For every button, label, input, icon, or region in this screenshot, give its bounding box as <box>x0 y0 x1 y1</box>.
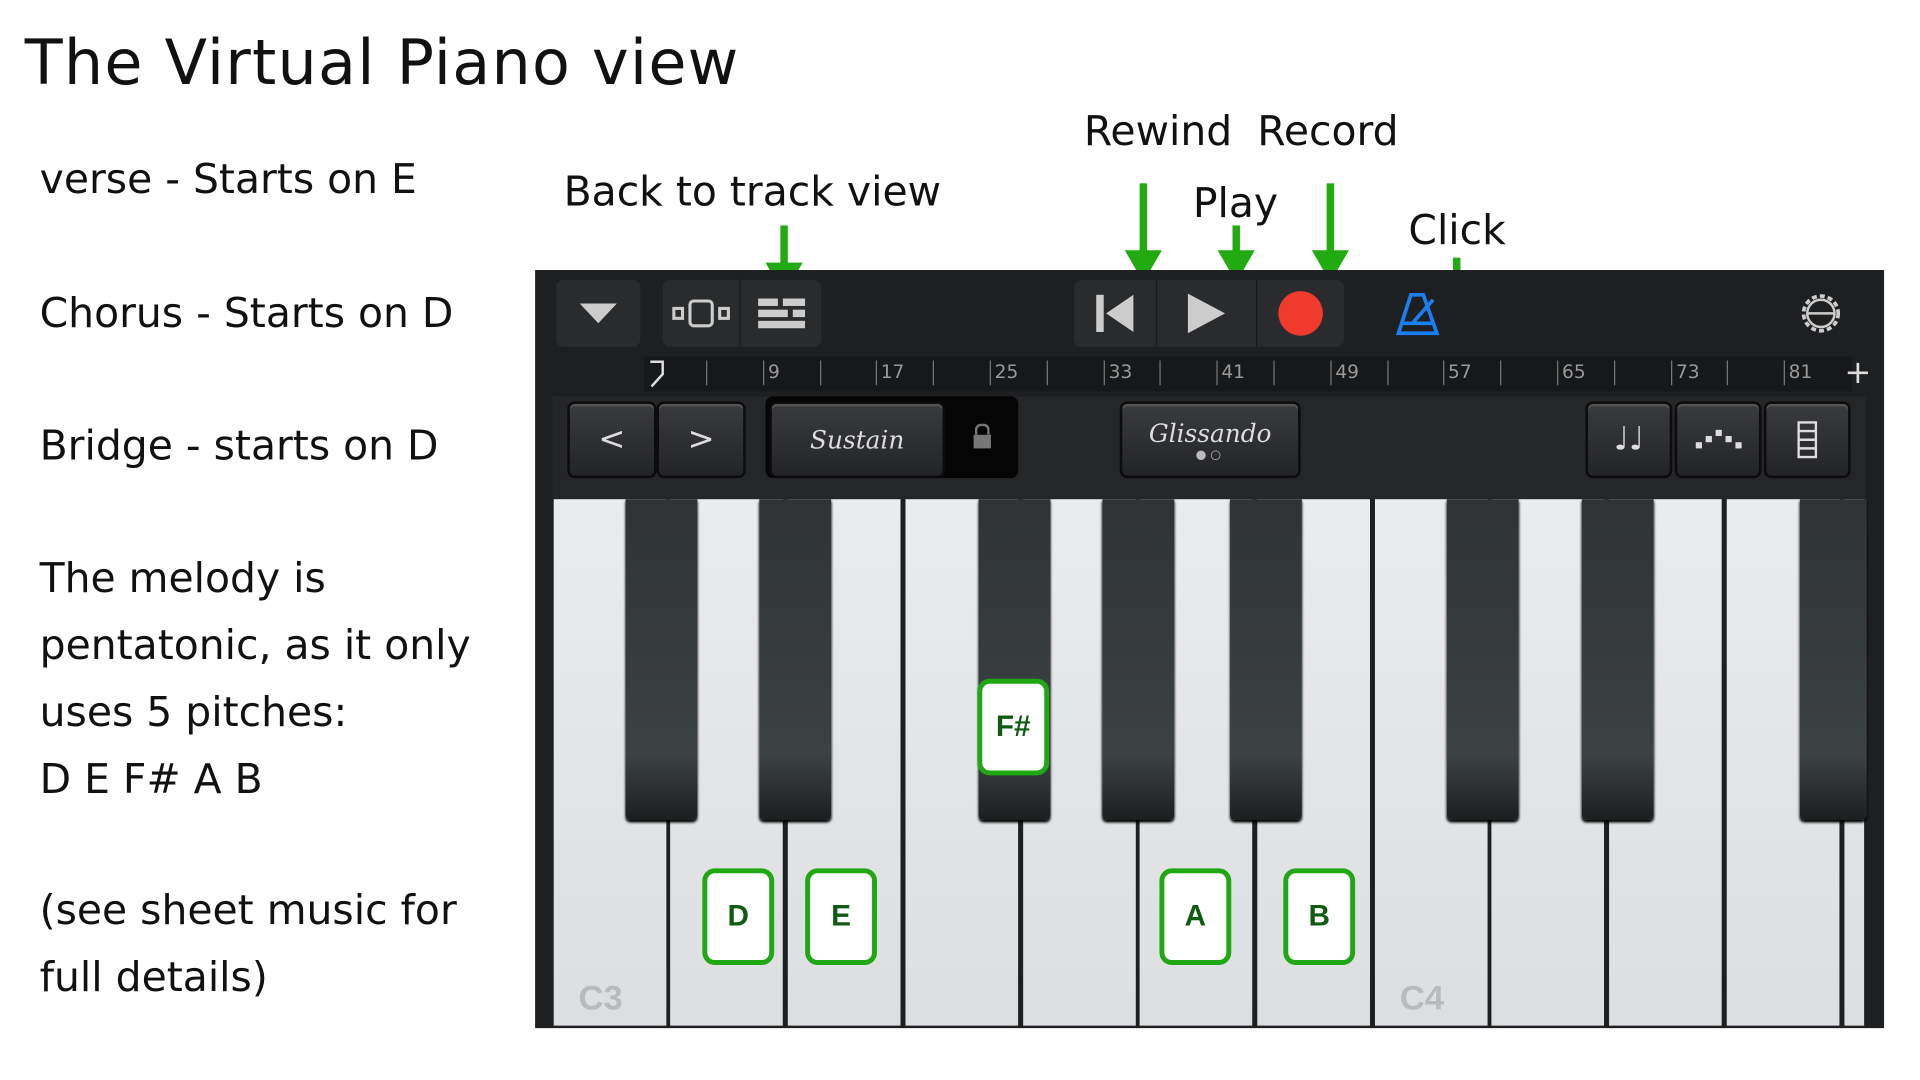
arpeggiator-button[interactable] <box>1674 401 1762 479</box>
ruler-tick <box>1726 360 1732 386</box>
ruler-tick <box>1159 360 1164 386</box>
note-bridge: Bridge - starts on D <box>39 421 439 470</box>
ruler-tick <box>1500 360 1505 386</box>
metronome-icon <box>1396 292 1440 336</box>
note-label-a: A <box>1159 868 1232 965</box>
ruler-tick <box>932 360 938 386</box>
black-key-d#4[interactable] <box>1581 499 1654 821</box>
note-chorus: Chorus - Starts on D <box>39 288 454 337</box>
keyboard-layout-button[interactable] <box>1763 401 1851 479</box>
black-key-d#3[interactable] <box>759 499 832 821</box>
note-melody-4: D E F# A B <box>39 754 263 803</box>
track-view-button[interactable] <box>663 279 741 347</box>
virtual-piano-panel: 9 17 25 33 41 49 57 65 73 81 + < > Susta… <box>535 270 1885 1029</box>
page-title: The Virtual Piano view <box>24 27 740 100</box>
arpeggiator-icon <box>1695 429 1742 449</box>
tracks-list-icon <box>757 298 805 329</box>
note-label-d: D <box>702 868 775 965</box>
dropdown-icon <box>579 303 617 324</box>
ruler-tick <box>1387 360 1392 386</box>
track-view-icon <box>672 299 730 328</box>
sustain-lock-icon[interactable] <box>973 423 991 449</box>
ruler-tick-25: 25 <box>989 360 1018 386</box>
ruler-tick-41: 41 <box>1216 360 1245 386</box>
octave-down-button[interactable]: < <box>567 401 657 479</box>
ruler-tick-73: 73 <box>1671 360 1700 386</box>
settings-icon <box>1801 294 1841 333</box>
note-melody-3: uses 5 pitches: <box>39 687 348 736</box>
annotation-click: Click <box>1408 205 1506 254</box>
glissando-label: Glissando <box>1148 418 1272 448</box>
transport-controls <box>1073 279 1344 347</box>
ruler-tick-9: 9 <box>763 360 780 386</box>
note-melody-1: The melody is <box>39 553 326 603</box>
add-section-button[interactable]: + <box>1844 354 1872 392</box>
record-icon <box>1278 291 1323 336</box>
note-label-f-sharp: F# <box>977 678 1050 776</box>
controls-strip: < > Sustain Glissando ●○ ♩♩ <box>552 396 1866 500</box>
annotation-rewind: Rewind <box>1083 106 1233 155</box>
octave-label-c3: C3 <box>578 978 623 1017</box>
scale-icon <box>1797 421 1818 459</box>
note-melody-2: pentatonic, as it only <box>39 620 471 669</box>
ruler-tick <box>1273 360 1278 386</box>
ruler-tick <box>820 360 825 386</box>
sustain-button[interactable]: Sustain <box>769 401 946 479</box>
ruler-tick-17: 17 <box>875 360 904 386</box>
record-button[interactable] <box>1257 280 1344 347</box>
ruler-tick <box>1046 360 1052 386</box>
annotation-back: Back to track view <box>563 167 942 216</box>
note-verse: verse - Starts on E <box>39 154 417 204</box>
rewind-icon <box>1096 294 1134 332</box>
notes-icon: ♩♩ <box>1613 421 1645 459</box>
black-key-g#3[interactable] <box>1102 499 1175 821</box>
octave-up-button[interactable]: > <box>656 401 746 479</box>
view-buttons <box>662 279 822 347</box>
tracks-view-button[interactable] <box>741 280 822 347</box>
ruler-tick-57: 57 <box>1443 360 1472 386</box>
black-key-f#4[interactable] <box>1799 499 1867 821</box>
note-label-b: B <box>1283 868 1356 965</box>
annotation-play: Play <box>1192 178 1279 227</box>
playhead-icon[interactable] <box>648 359 665 389</box>
ruler-tick-49: 49 <box>1330 360 1359 386</box>
annotation-record: Record <box>1257 106 1399 155</box>
black-key-c#3[interactable] <box>625 499 698 821</box>
dropdown-button[interactable] <box>556 279 641 347</box>
black-key-c#4[interactable] <box>1446 499 1519 821</box>
octave-label-c4: C4 <box>1399 978 1445 1017</box>
note-label-e: E <box>805 868 877 965</box>
rewind-button[interactable] <box>1074 279 1157 347</box>
ruler-tick-81: 81 <box>1783 360 1812 386</box>
timeline-ruler[interactable]: 9 17 25 33 41 49 57 65 73 81 <box>644 356 1852 392</box>
black-key-a#3[interactable] <box>1230 499 1302 821</box>
play-button[interactable] <box>1157 279 1258 347</box>
settings-button[interactable] <box>1792 285 1849 342</box>
note-see-2: full details) <box>39 952 268 1001</box>
ruler-tick-33: 33 <box>1103 360 1132 386</box>
glissando-button[interactable]: Glissando ●○ <box>1119 401 1301 479</box>
ruler-tick <box>706 360 711 386</box>
metronome-button[interactable] <box>1390 285 1447 342</box>
glissando-dots: ●○ <box>1195 447 1225 462</box>
ruler-tick <box>1614 360 1619 386</box>
note-mode-button[interactable]: ♩♩ <box>1585 401 1673 479</box>
play-icon <box>1187 293 1226 334</box>
ruler-tick-65: 65 <box>1557 360 1586 386</box>
note-see-1: (see sheet music for <box>39 885 457 934</box>
